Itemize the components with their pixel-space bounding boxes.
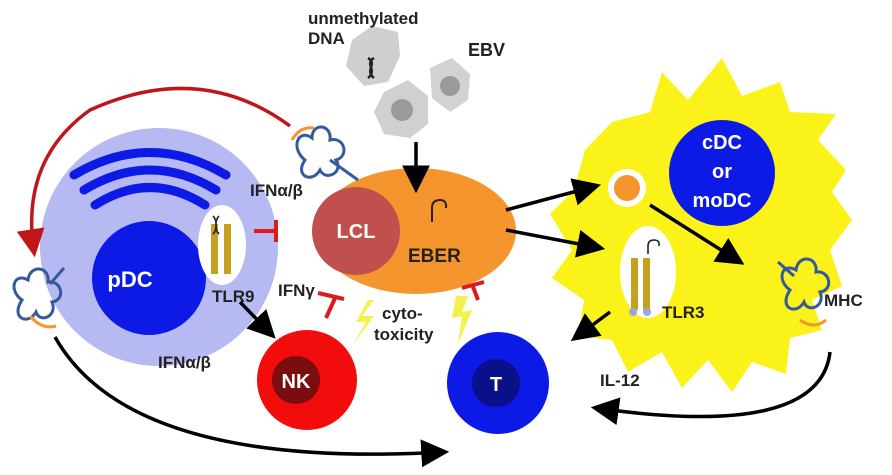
arrows — [53, 142, 832, 468]
dna-label: DNA — [308, 29, 345, 48]
inhibition-markers — [254, 220, 485, 319]
ebv-virions — [346, 26, 470, 138]
nk-label: NK — [282, 371, 311, 393]
labels: unmethylated DNA EBV IFNα/β IFNγ cyto- t… — [158, 9, 863, 390]
dna-helix-icon — [367, 56, 375, 79]
tlr9-label: TLR9 — [212, 287, 255, 306]
nk-cell — [257, 330, 357, 430]
mhc-peptide-icon — [290, 125, 359, 182]
cytotoxicity-label-2: toxicity — [374, 325, 434, 344]
eber-label: EBER — [408, 246, 461, 267]
ifn-gamma-label: IFNγ — [278, 281, 315, 300]
eber-rna-icon — [431, 198, 448, 222]
pdc-cell — [40, 128, 278, 366]
cell-labels: LCL pDC NK T cDC or moDC — [107, 132, 751, 396]
cdc-label-2: or — [712, 161, 732, 183]
ifn-alpha-beta-top-label: IFNα/β — [250, 181, 303, 200]
lightning-icon — [352, 296, 472, 346]
t-label: T — [490, 374, 502, 396]
pdc-label: pDC — [107, 267, 152, 292]
mhc-label: MHC — [824, 291, 863, 310]
tlr3-label: TLR3 — [662, 303, 705, 322]
lcl-cell — [312, 168, 516, 294]
dc-cell — [550, 58, 852, 392]
il12-label: IL-12 — [600, 371, 640, 390]
feedback-arrow — [16, 86, 292, 258]
ebv-label: EBV — [468, 40, 505, 60]
cdc-label-1: cDC — [702, 132, 742, 154]
lcl-label: LCL — [337, 221, 376, 243]
unmethylated-label: unmethylated — [308, 9, 419, 28]
cytotoxicity-label-1: cyto- — [382, 304, 423, 323]
mhc-peptide-icon — [12, 267, 66, 329]
mhc-peptide-icon — [777, 257, 831, 327]
t-cell — [447, 332, 549, 434]
ifn-alpha-beta-bottom-label: IFNα/β — [158, 353, 211, 372]
cdc-label-3: moDC — [693, 190, 752, 212]
